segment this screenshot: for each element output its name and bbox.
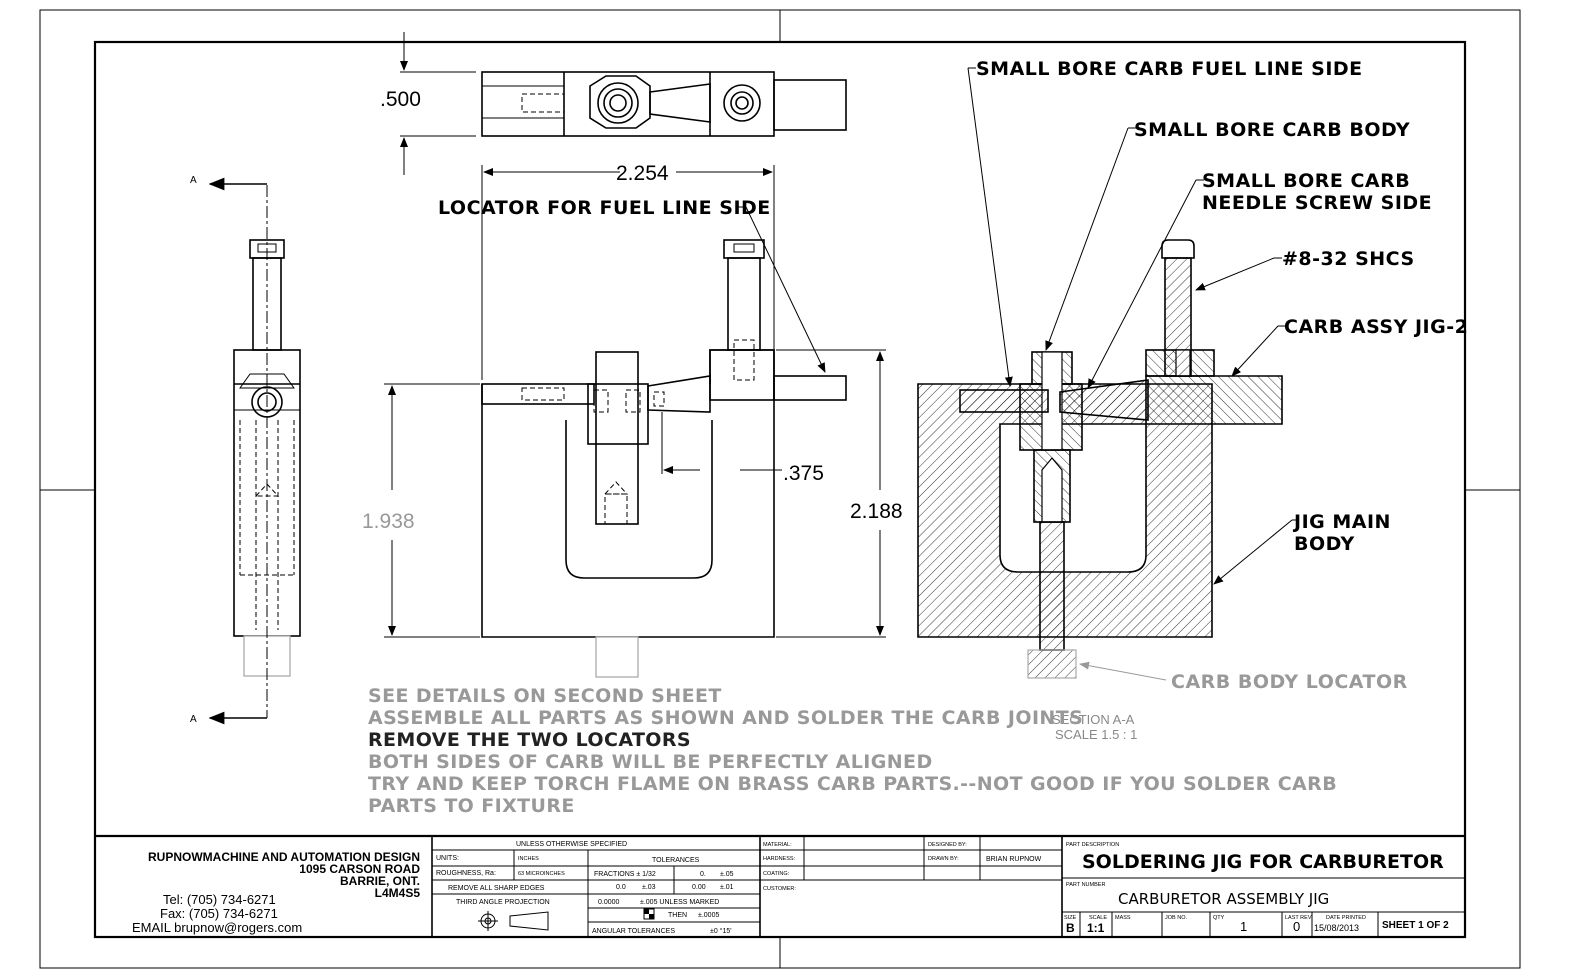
tb-sheet: SHEET 1 OF 2 <box>1382 920 1449 931</box>
tb-tolerances: TOLERANCES <box>652 857 700 864</box>
tb-tol-000-val: ±.01 <box>720 884 734 891</box>
front-view <box>384 165 886 678</box>
tb-roughness-label: ROUGHNESS, Ra: <box>436 870 496 877</box>
note-line: BOTH SIDES OF CARB WILL BE PERFECTLY ALI… <box>368 751 933 773</box>
tb-tol-00-val: ±.03 <box>642 884 656 891</box>
tb-qty: 1 <box>1240 919 1247 934</box>
tb-angular-val: ±0 °15' <box>710 927 732 935</box>
tb-date: 15/08/2013 <box>1314 923 1359 933</box>
tb-date-label: DATE PRINTED <box>1326 915 1366 921</box>
tb-fractions: FRACTIONS ± 1/32 <box>594 871 656 878</box>
tb-size-label: SIZE <box>1064 915 1077 921</box>
tb-drawn-by: DRAWN BY: <box>928 856 959 862</box>
callout-jig-main-2: BODY <box>1294 533 1355 555</box>
tb-size: B <box>1066 921 1075 935</box>
tb-job-label: JOB NO. <box>1165 915 1187 921</box>
company-postal: L4M4S5 <box>375 886 421 900</box>
callout-shcs: #8-32 SHCS <box>1282 248 1415 270</box>
tb-qty-label: QTY <box>1213 915 1225 921</box>
callout-fuel-line-side: SMALL BORE CARB FUEL LINE SIDE <box>976 58 1363 80</box>
tb-tol-0000-val: ±.005 UNLESS MARKED <box>640 899 719 906</box>
dim-2254: 2.254 <box>616 162 669 185</box>
tb-part-desc-label: PART DESCRIPTION <box>1066 842 1119 848</box>
dim-2188: 2.188 <box>850 500 903 523</box>
tb-unless: UNLESS OTHERWISE SPECIFIED <box>516 841 627 848</box>
section-view <box>917 67 1298 681</box>
company-tel: Tel: (705) 734-6271 <box>163 892 276 907</box>
tb-tol-0-val: ±.05 <box>720 871 734 878</box>
dim-1938: 1.938 <box>362 510 415 533</box>
tb-units-value: INCHES <box>518 856 539 862</box>
tb-then-val: ±.0005 <box>698 912 719 919</box>
tb-hardness: HARDNESS: <box>763 856 796 862</box>
tb-angular: ANGULAR TOLERANCES <box>592 928 675 935</box>
note-line: PARTS TO FIXTURE <box>368 795 575 817</box>
tb-tol-0: 0. <box>700 871 706 878</box>
title-block <box>95 834 1465 937</box>
tb-third-angle: THIRD ANGLE PROJECTION <box>456 899 550 906</box>
dim-375: .375 <box>783 462 824 485</box>
callout-carb-body-locator: CARB BODY LOCATOR <box>1171 671 1408 693</box>
side-view <box>208 177 301 725</box>
section-marker-bottom: A <box>190 714 197 725</box>
callout-jig-main-1: JIG MAIN <box>1292 511 1391 533</box>
top-view <box>400 32 847 175</box>
section-marker-top: A <box>190 175 197 186</box>
note-line: TRY AND KEEP TORCH FLAME ON BRASS CARB P… <box>368 773 1337 795</box>
tb-mass-label: MASS <box>1115 915 1131 921</box>
tb-drawn-by-value: BRIAN RUPNOW <box>986 856 1042 863</box>
tb-material: MATERIAL: <box>763 842 792 848</box>
section-scale: SCALE 1.5 : 1 <box>1055 727 1137 742</box>
company-street: 1095 CARSON ROAD <box>299 862 420 876</box>
callout-carb-body: SMALL BORE CARB BODY <box>1134 119 1410 141</box>
note-line: SEE DETAILS ON SECOND SHEET <box>368 685 722 707</box>
company-city: BARRIE, ONT. <box>340 874 420 888</box>
tb-part-number: CARBURETOR ASSEMBLY JIG <box>1118 890 1329 908</box>
callout-locator-fuel-line: LOCATOR FOR FUEL LINE SIDE <box>438 197 771 219</box>
tb-customer: CUSTOMER: <box>763 886 796 892</box>
tb-designed-by: DESIGNED BY: <box>928 842 967 848</box>
tb-tol-000: 0.00 <box>692 884 706 891</box>
tb-scale-label: SCALE <box>1089 915 1107 921</box>
note-line: ASSEMBLE ALL PARTS AS SHOWN AND SOLDER T… <box>368 707 1083 729</box>
tb-tol-00: 0.0 <box>616 884 626 891</box>
notes: SEE DETAILS ON SECOND SHEET ASSEMBLE ALL… <box>368 685 1337 817</box>
tb-roughness-value: 63 MICROINCHES <box>518 871 565 877</box>
tb-rev-label: LAST REV <box>1285 915 1312 921</box>
tb-coating: COATING: <box>763 871 790 877</box>
note-line: REMOVE THE TWO LOCATORS <box>368 729 691 751</box>
tb-sharp-edges: REMOVE ALL SHARP EDGES <box>448 885 545 892</box>
tb-part-description: SOLDERING JIG FOR CARBURETOR <box>1082 851 1444 873</box>
tb-then: THEN <box>668 912 687 919</box>
callout-needle-side-1: SMALL BORE CARB <box>1202 170 1410 192</box>
company-fax: Fax: (705) 734-6271 <box>160 906 278 921</box>
sheet-border <box>39 9 1521 969</box>
tb-part-number-label: PART NUMBER <box>1066 882 1105 888</box>
callout-carb-assy-jig: CARB ASSY JIG-2 <box>1284 316 1468 338</box>
tb-tol-0000: 0.0000 <box>598 899 620 906</box>
callout-needle-side-2: NEEDLE SCREW SIDE <box>1202 192 1432 214</box>
section-label: SECTION A-A <box>1052 712 1135 727</box>
company-email: EMAIL brupnow@rogers.com <box>132 920 302 935</box>
tb-rev: 0 <box>1293 919 1300 934</box>
dim-500: .500 <box>380 88 421 111</box>
tb-scale: 1:1 <box>1087 921 1105 935</box>
tb-units-label: UNITS: <box>436 855 459 862</box>
company-name: RUPNOWMACHINE AND AUTOMATION DESIGN <box>148 850 420 864</box>
